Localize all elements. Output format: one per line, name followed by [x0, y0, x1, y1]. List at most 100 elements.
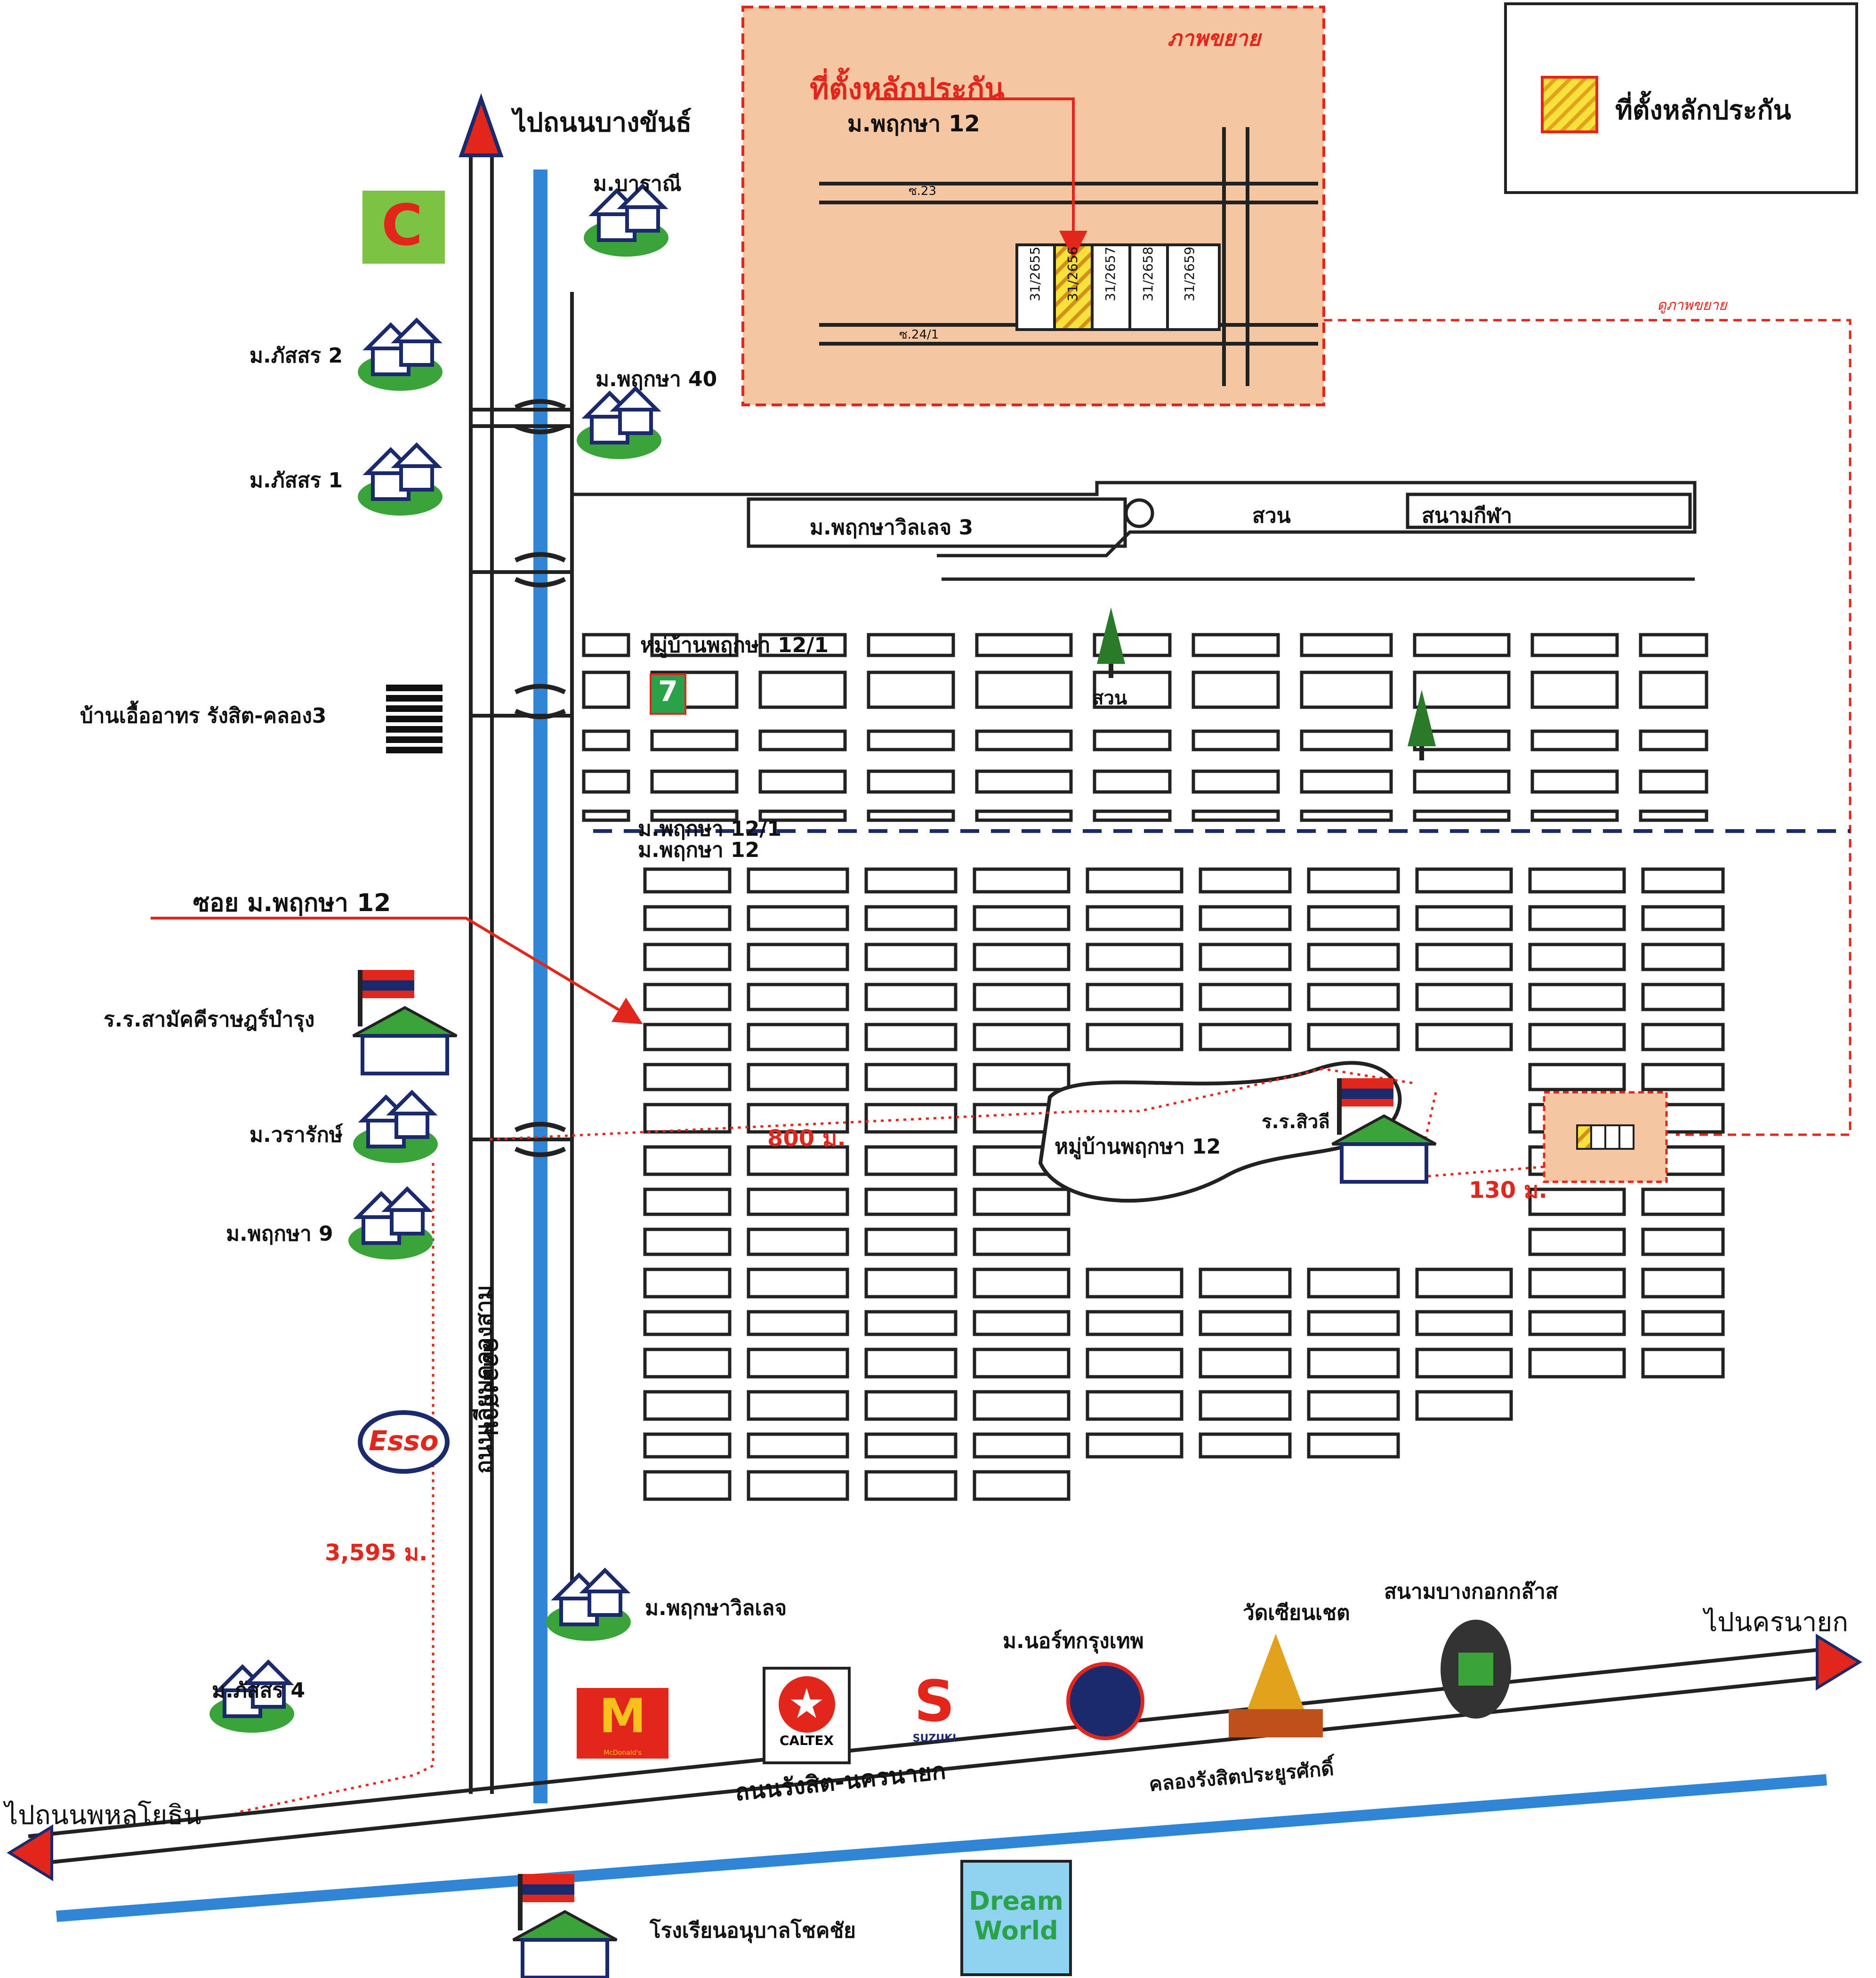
esso-logo: Esso — [358, 1410, 450, 1474]
big-c-logo: C — [362, 191, 445, 264]
block — [643, 1187, 732, 1216]
block — [1307, 1432, 1400, 1459]
block — [747, 943, 849, 971]
block — [643, 1470, 732, 1501]
block — [973, 1268, 1071, 1299]
block — [973, 1187, 1071, 1216]
place-baan-ua-athorn: บ้านเอื้ออาทร รังสิต-คลอง3 — [80, 704, 327, 728]
block — [1192, 670, 1280, 709]
block — [1641, 905, 1725, 931]
area-sports: สนามกีฬา — [1422, 504, 1513, 528]
block — [1093, 633, 1172, 657]
block — [747, 983, 849, 1011]
road-east-label: ไปนครนายก — [1704, 1607, 1848, 1638]
block — [643, 1268, 732, 1299]
block — [1528, 1227, 1626, 1256]
road-west-label: ไปถนนพหลโยธิน — [5, 1800, 201, 1831]
block — [1413, 809, 1511, 822]
block — [867, 670, 955, 709]
block — [864, 943, 958, 971]
block — [973, 867, 1071, 894]
block — [1199, 1268, 1292, 1299]
block — [1528, 867, 1626, 894]
block — [1528, 983, 1626, 1011]
block — [1300, 809, 1393, 822]
block — [1641, 1348, 1725, 1379]
block — [643, 943, 732, 971]
landmark-school-south-label: โรงเรียนอนุบาลโชคชัย — [650, 1919, 856, 1943]
block — [1086, 983, 1184, 1011]
block — [1530, 769, 1619, 794]
block — [975, 633, 1073, 657]
block — [1415, 1023, 1513, 1051]
block — [1641, 1227, 1725, 1256]
dreamworld-text-2: World — [974, 1916, 1058, 1946]
north-bkk-logo — [1066, 1662, 1144, 1740]
block — [1413, 670, 1511, 709]
block — [1086, 1432, 1184, 1459]
canal-road-label: ถนนเลียบคลองสาม — [471, 1285, 497, 1474]
block — [1641, 983, 1725, 1011]
block — [1528, 1348, 1626, 1379]
block — [582, 769, 630, 794]
block — [1199, 1348, 1292, 1379]
place-baranee: ม.บาราณี — [593, 172, 682, 196]
house-icon — [358, 442, 443, 516]
block — [1415, 1310, 1513, 1336]
area-school-siwalee: ร.ร.สิวลี — [1262, 1111, 1330, 1133]
seven-eleven-text: 7 — [658, 675, 678, 708]
block — [1300, 633, 1393, 657]
mcdonalds-logo: M McDonald's — [577, 1688, 668, 1759]
block — [1307, 1268, 1400, 1299]
tree-icon — [1097, 607, 1125, 678]
block — [1199, 1310, 1292, 1336]
block — [758, 633, 847, 657]
block — [1086, 1390, 1184, 1421]
block — [1641, 1310, 1725, 1336]
apartment-icon — [386, 683, 443, 753]
block — [582, 633, 630, 657]
landmark-north-bkk-label: ม.นอร์ทกรุงเทพ — [1003, 1629, 1144, 1653]
block — [973, 983, 1071, 1011]
block — [1415, 905, 1513, 931]
school-icon — [512, 1874, 618, 1978]
inset-link-label: ดูภาพขยาย — [1657, 297, 1727, 314]
block — [973, 1063, 1071, 1091]
distance-to-main: 3,595 ม. — [325, 1540, 428, 1566]
block — [1639, 633, 1708, 657]
block — [747, 905, 849, 931]
block — [864, 1432, 958, 1459]
block — [1415, 1268, 1513, 1299]
legend-swatch-icon — [1541, 76, 1598, 133]
soi-pointer-line — [151, 917, 643, 1025]
boundary-top-label: ม.พฤกษา 12/1 — [638, 817, 781, 841]
area-villa-3: ม.พฤกษาวิลเลจ 3 — [810, 516, 974, 540]
block — [1300, 769, 1393, 794]
block — [643, 1103, 732, 1134]
block — [1641, 1023, 1725, 1051]
block — [1086, 1268, 1184, 1299]
block — [1307, 1310, 1400, 1336]
block — [758, 769, 847, 794]
block — [747, 1268, 849, 1299]
block — [643, 1348, 732, 1379]
esso-text: Esso — [369, 1425, 439, 1457]
block — [650, 769, 739, 794]
village-grid — [572, 481, 1725, 1501]
place-vararak: ม.วรารักษ์ — [250, 1123, 343, 1147]
caltex-text: CALTEX — [779, 1733, 834, 1748]
block — [643, 1063, 732, 1091]
block — [973, 1227, 1071, 1256]
block — [1199, 1023, 1292, 1051]
block — [1528, 1063, 1626, 1091]
dreamworld-text-1: Dream — [969, 1886, 1063, 1916]
block — [747, 1227, 849, 1256]
block — [1528, 905, 1626, 931]
house-icon — [353, 1090, 438, 1163]
block — [867, 769, 955, 794]
place-passorn-1: ม.ภัสสร 1 — [250, 468, 343, 492]
block — [867, 809, 955, 822]
block — [864, 1310, 958, 1336]
block — [864, 1390, 958, 1421]
